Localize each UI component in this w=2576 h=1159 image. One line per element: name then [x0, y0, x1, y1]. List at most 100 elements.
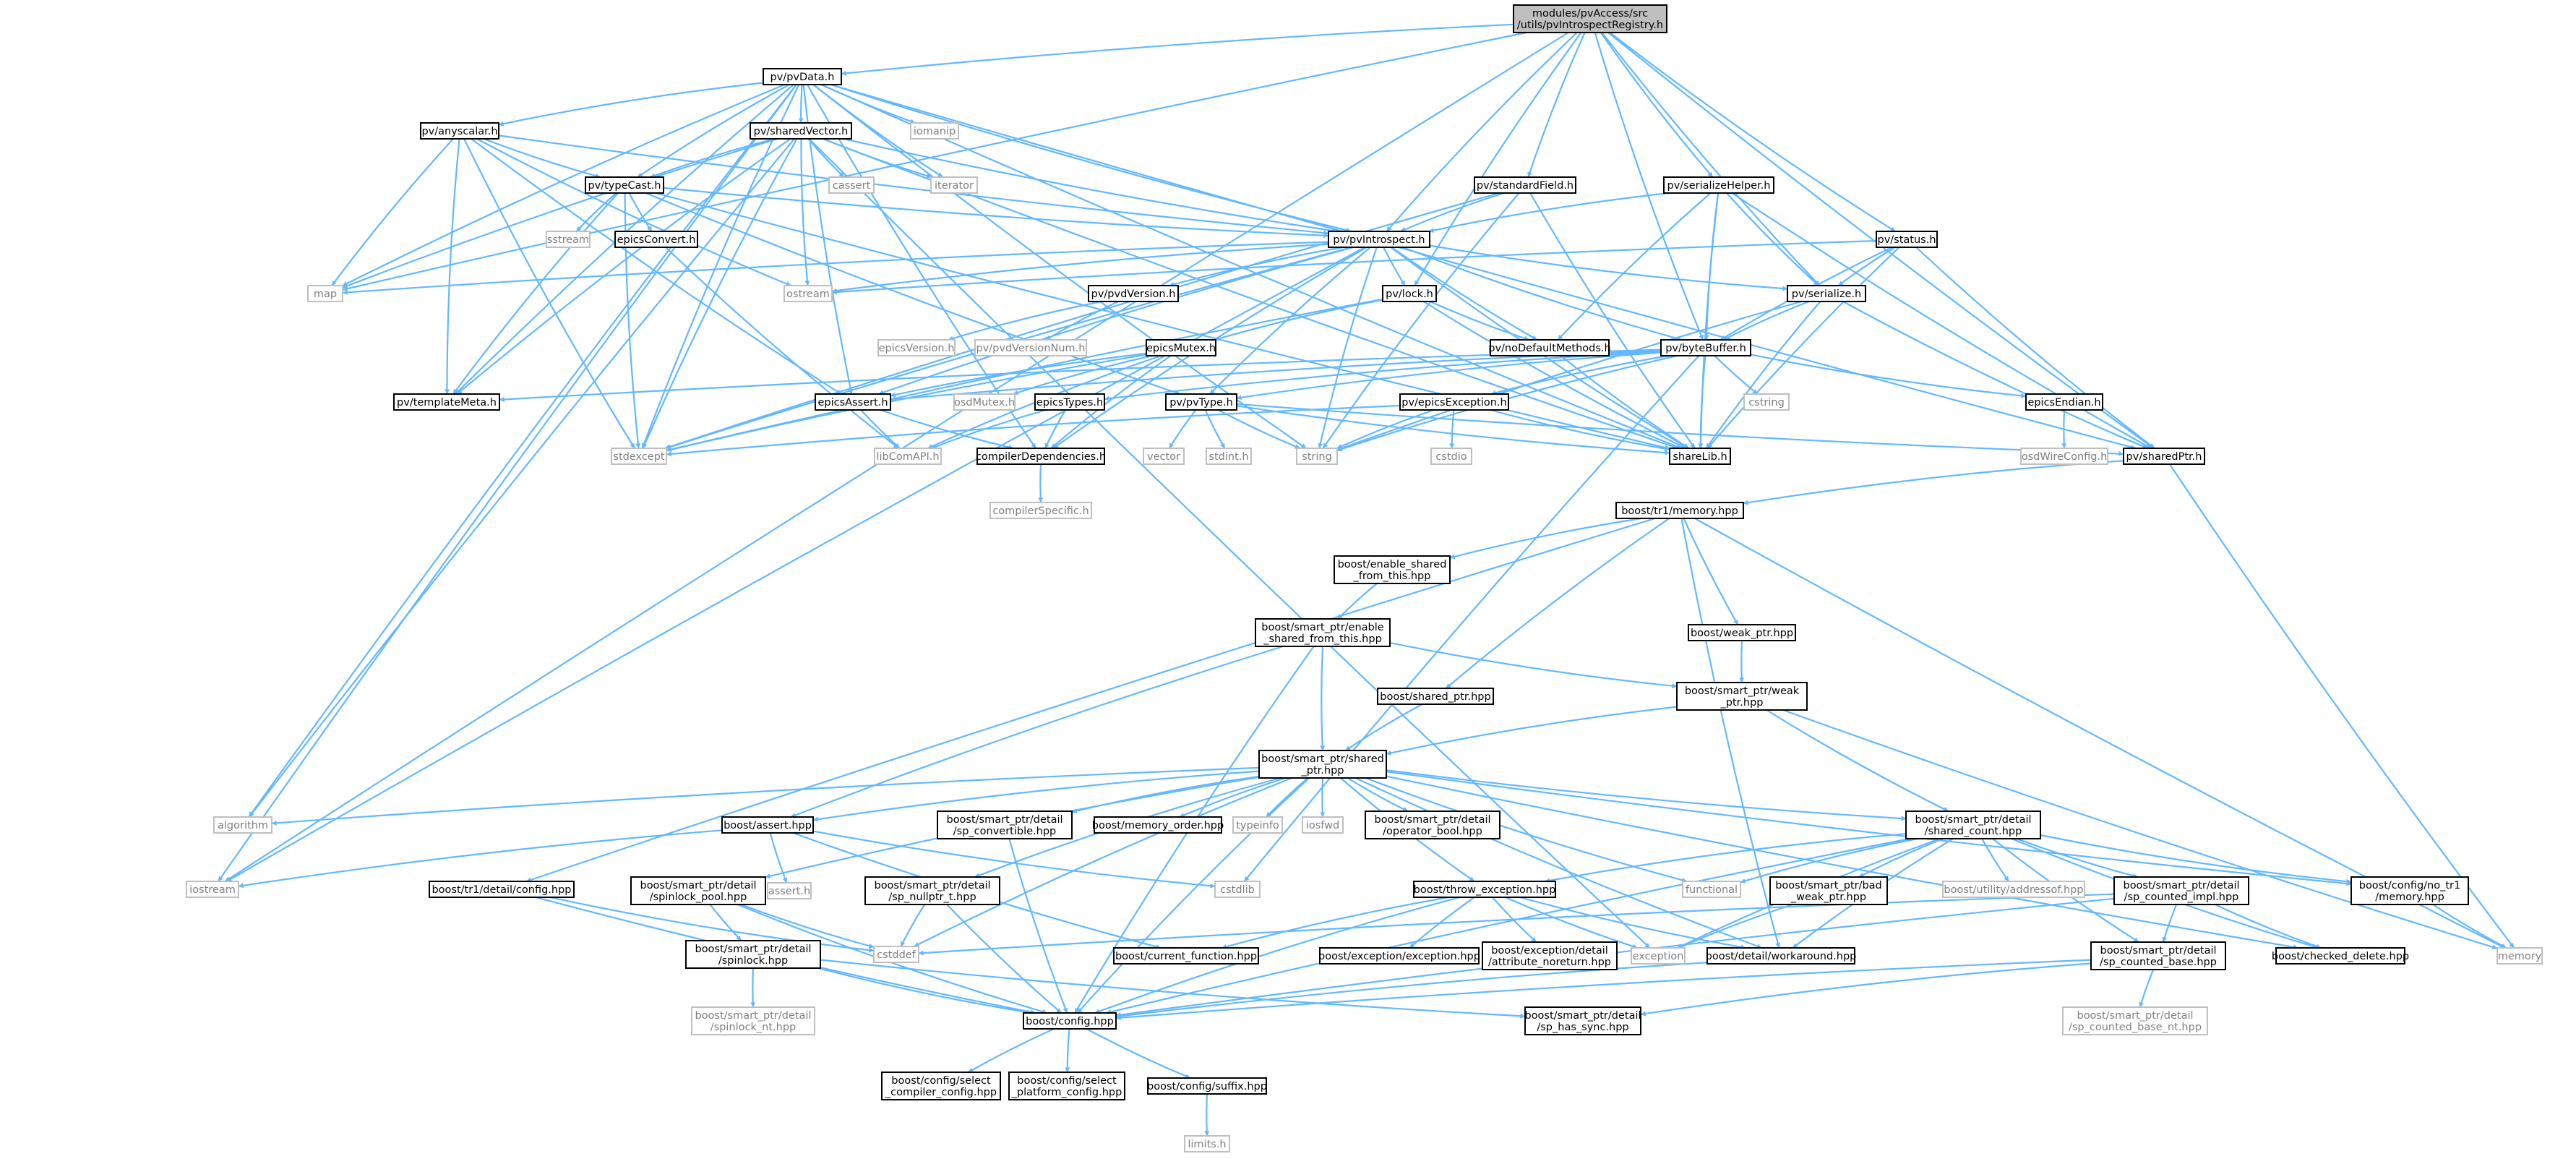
node-box — [721, 816, 814, 834]
node-label: map — [314, 288, 337, 300]
node-noDefaultMethods[interactable]: pv/noDefaultMethods.h — [1488, 339, 1611, 356]
node-box — [614, 231, 698, 248]
node-pvType[interactable]: pv/pvType.h — [1165, 393, 1237, 411]
node-pvData[interactable]: pv/pvData.h — [763, 68, 842, 85]
edge-epicsAssert-to-libComAPI — [860, 409, 901, 449]
node-label: sstream — [547, 234, 589, 246]
node-label: boost/smart_ptr/weak — [1685, 685, 1800, 697]
node-sharedCount[interactable]: boost/smart_ptr/detail/shared_count.hpp — [1905, 811, 2041, 839]
node-cstring: cstring — [1743, 393, 1790, 411]
node-box — [1669, 448, 1731, 465]
node-spHasSync[interactable]: boost/smart_ptr/detail/sp_has_sync.hpp — [1524, 1006, 1641, 1035]
node-tr1DetailConfig[interactable]: boost/tr1/detail/config.hpp — [429, 881, 575, 898]
node-lock[interactable]: pv/lock.h — [1382, 285, 1437, 302]
node-selectPlatformConfig[interactable]: boost/config/select_platform_config.hpp — [1008, 1072, 1125, 1100]
node-tr1memory[interactable]: boost/tr1/memory.hpp — [1615, 502, 1744, 519]
node-label: pv/serialize.h — [1792, 288, 1861, 300]
node-operatorBool[interactable]: boost/smart_ptr/detail/operator_bool.hpp — [1365, 811, 1500, 839]
edge-sharedPtrSp-to-algorithm — [271, 766, 1260, 826]
node-serializeHelper[interactable]: pv/serializeHelper.h — [1663, 176, 1774, 194]
node-enableSharedFromThisBoost[interactable]: boost/enable_shared_from_this.hpp — [1334, 555, 1451, 584]
node-serialize[interactable]: pv/serialize.h — [1787, 285, 1866, 302]
node-spConvertible[interactable]: boost/smart_ptr/detail/sp_convertible.hp… — [937, 811, 1073, 839]
node-epicsException[interactable]: pv/epicsException.h — [1399, 393, 1509, 411]
edge-anyscalar-to-map — [331, 138, 454, 286]
edge-enableSharedFromThisSp-to-boostAssert — [790, 645, 1284, 818]
node-weakPtrSp[interactable]: boost/smart_ptr/weak_ptr.hpp — [1676, 682, 1808, 711]
node-pvIntrospect[interactable]: pv/pvIntrospect.h — [1328, 231, 1430, 248]
node-ostream: ostream — [783, 285, 833, 302]
node-epicsAssert[interactable]: epicsAssert.h — [815, 393, 891, 411]
node-noTr1Memory[interactable]: boost/config/no_tr1/memory.hpp — [2350, 876, 2469, 905]
node-throwException[interactable]: boost/throw_exception.hpp — [1413, 881, 1556, 898]
node-templateMeta[interactable]: pv/templateMeta.h — [393, 393, 500, 411]
edge-sharedVector-to-exception — [808, 138, 1651, 949]
node-checkedDelete[interactable]: boost/checked_delete.hpp — [2272, 947, 2409, 965]
node-workaround[interactable]: boost/detail/workaround.hpp — [1706, 947, 1857, 965]
node-label: /spinlock.hpp — [718, 955, 788, 967]
node-currentFunction[interactable]: boost/current_function.hpp — [1113, 947, 1259, 965]
node-cstdio: cstdio — [1430, 448, 1472, 465]
node-boostConfig[interactable]: boost/config.hpp — [1023, 1012, 1117, 1030]
edge-epicsException-to-shareLib — [1490, 409, 1670, 452]
node-compilerDependencies[interactable]: compilerDependencies.h — [976, 448, 1106, 465]
edge-badWeakPtr-to-exception — [1678, 903, 1793, 949]
node-typeinfo: typeinfo — [1232, 816, 1283, 834]
node-enableSharedFromThisSp[interactable]: boost/smart_ptr/enable_shared_from_this.… — [1255, 618, 1391, 647]
edge-throwException-to-exceptionHpp — [1409, 897, 1475, 949]
node-suffix[interactable]: boost/config/suffix.hpp — [1147, 1077, 1267, 1095]
edge-status-to-sharedPtr — [1915, 247, 2155, 449]
node-epicsEndian[interactable]: epicsEndian.h — [2025, 393, 2103, 411]
node-box — [1490, 339, 1610, 356]
edge-serialize-to-byteBuffer — [1723, 300, 1809, 341]
node-label: compilerSpecific.h — [992, 505, 1089, 517]
node-box — [1631, 947, 1686, 965]
node-boostAssert[interactable]: boost/assert.hpp — [721, 816, 814, 834]
edge-sharedVector-to-algorithm — [248, 138, 796, 818]
node-spNullptrT[interactable]: boost/smart_ptr/detail/sp_nullptr_t.hpp — [864, 876, 1000, 905]
node-epicsTypes[interactable]: epicsTypes.h — [1034, 393, 1105, 411]
node-status[interactable]: pv/status.h — [1876, 231, 1938, 248]
edge-lock-to-stdexcept — [666, 298, 1383, 452]
node-exceptionHpp[interactable]: boost/exception/exception.hpp — [1318, 947, 1480, 965]
node-weakPtrBoost[interactable]: boost/weak_ptr.hpp — [1688, 624, 1796, 641]
node-root[interactable]: modules/pvAccess/src/utils/pvIntrospectR… — [1513, 4, 1667, 33]
edge-boostAssert-to-iostream — [238, 829, 723, 889]
node-box — [1365, 811, 1500, 839]
edge-status-to-ostream — [831, 240, 1877, 295]
edge-typeCast-to-epicsConvert — [628, 192, 653, 232]
node-selectCompilerConfig[interactable]: boost/config/select_compiler_config.hpp — [881, 1072, 1001, 1100]
node-epicsMutex[interactable]: epicsMutex.h — [1146, 339, 1216, 356]
node-algorithm: algorithm — [213, 816, 272, 834]
node-sharedVector[interactable]: pv/sharedVector.h — [750, 122, 852, 140]
node-box — [930, 176, 978, 194]
node-spinlockPool[interactable]: boost/smart_ptr/detail/spinlock_pool.hpp — [630, 876, 766, 905]
node-epicsConvert[interactable]: epicsConvert.h — [614, 231, 698, 248]
edge-sharedCount-to-noTr1Memory — [2040, 834, 2352, 884]
node-label: shareLib.h — [1673, 451, 1727, 463]
node-box — [630, 876, 766, 905]
node-standardField[interactable]: pv/standardField.h — [1474, 176, 1576, 194]
edge-root-to-pvIntrospect — [1386, 32, 1578, 232]
node-byteBuffer[interactable]: pv/byteBuffer.h — [1660, 339, 1751, 356]
node-label: boost/smart_ptr/detail — [946, 814, 1062, 826]
node-label: boost/smart_ptr/detail — [695, 1010, 811, 1022]
node-badWeakPtr[interactable]: boost/smart_ptr/bad_weak_ptr.hpp — [1769, 876, 1888, 905]
node-pvdVersion[interactable]: pv/pvdVersion.h — [1088, 285, 1179, 302]
node-spCountedBase[interactable]: boost/smart_ptr/detail/sp_counted_base.h… — [2090, 941, 2226, 970]
node-memoryOrder[interactable]: boost/memory_order.hpp — [1092, 816, 1224, 834]
node-typeCast[interactable]: pv/typeCast.h — [585, 176, 664, 194]
node-sharedPtrSp[interactable]: boost/smart_ptr/shared_ptr.hpp — [1258, 750, 1387, 779]
node-anyscalar[interactable]: pv/anyscalar.h — [420, 122, 499, 140]
node-label: functional — [1686, 884, 1738, 896]
node-label: pv/pvIntrospect.h — [1333, 234, 1425, 246]
node-attributeNoreturn[interactable]: boost/exception/detail/attribute_noretur… — [1482, 941, 1618, 970]
node-iomanip: iomanip — [910, 122, 959, 140]
node-shareLib[interactable]: shareLib.h — [1669, 448, 1731, 465]
node-spinlock[interactable]: boost/smart_ptr/detail/spinlock.hpp — [685, 940, 821, 969]
node-box — [1023, 1012, 1117, 1030]
node-sharedPtr[interactable]: pv/sharedPtr.h — [2123, 448, 2205, 465]
node-spCountedImpl[interactable]: boost/smart_ptr/detail/sp_counted_impl.h… — [2113, 876, 2249, 905]
node-box — [1147, 1077, 1267, 1095]
node-sharedPtrBoost[interactable]: boost/shared_ptr.hpp — [1377, 688, 1494, 705]
